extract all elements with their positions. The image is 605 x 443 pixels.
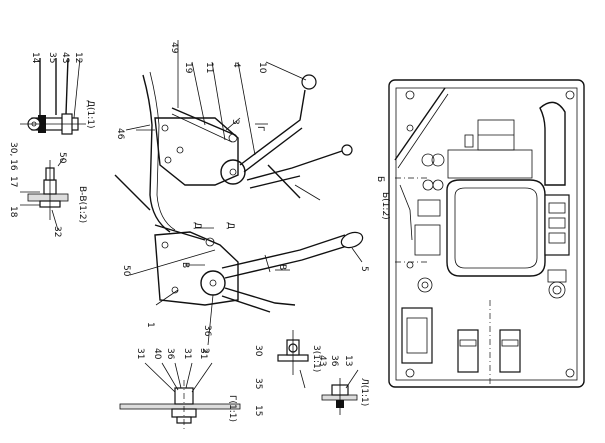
label-top-14: 14 [30, 52, 40, 64]
label-mid-50: 50 [57, 152, 67, 164]
label-right-b: Б [375, 176, 385, 182]
leader-lines [125, 40, 363, 346]
label-11: 11 [204, 62, 214, 73]
label-mid-30-16: 30, 16 [8, 142, 18, 171]
label-bot-view: Г(1:1) [227, 395, 237, 422]
section-v-v [20, 157, 69, 231]
label-br-35: 35 [253, 378, 263, 389]
labels: 49 19 11 4 10 3 Г 46 Д Д 50 В В 1 2 5 14… [8, 42, 369, 422]
label-bot-31c: 31 [198, 348, 208, 359]
label-top-35: 35 [47, 52, 57, 63]
label-right-view: Б(1:2) [380, 192, 390, 220]
label-bot-36b: 36 [202, 325, 212, 337]
control-rods [114, 71, 176, 233]
label-mid-32: 32 [52, 226, 62, 237]
label-br2-view: Л(1:1) [359, 378, 369, 406]
label-v1: В [180, 262, 190, 268]
detail-d [20, 57, 86, 135]
label-50: 50 [121, 265, 131, 277]
label-3: 3 [230, 119, 240, 125]
lower-lever-assembly [154, 224, 364, 313]
label-mid-18: 18 [8, 206, 18, 218]
label-d2: Д [225, 222, 235, 229]
upper-lever-assembly [154, 74, 353, 201]
label-bot-31a: 31 [135, 348, 145, 359]
label-br2-36: 36 [329, 355, 339, 367]
label-bot-36: 36 [165, 348, 175, 360]
label-bot-40: 40 [152, 348, 162, 360]
label-bot-31b: 31 [182, 348, 192, 359]
label-2: 2 [200, 348, 210, 354]
label-br-view: 3(1:1) [311, 345, 321, 372]
label-4: 4 [231, 62, 241, 68]
label-br-15: 15 [253, 405, 263, 416]
label-top-12: 12 [73, 52, 83, 63]
label-br-30: 30 [253, 345, 263, 357]
label-mid-17: 17 [8, 176, 18, 187]
detail-g [119, 362, 241, 430]
label-br2-13: 13 [343, 355, 353, 366]
label-1: 1 [145, 322, 155, 328]
label-g: Г [255, 126, 265, 132]
label-46: 46 [115, 128, 125, 140]
detail-3 [277, 330, 309, 389]
detail-l [321, 369, 359, 415]
label-mid-view: В-В(1:2) [77, 186, 87, 223]
label-v2: В [277, 264, 287, 270]
label-br2-43: 43 [317, 355, 327, 366]
label-19: 19 [183, 62, 193, 74]
label-49: 49 [169, 42, 179, 54]
label-top-view: Д(1:1) [85, 100, 95, 129]
label-10: 10 [257, 62, 267, 74]
label-d: Д [192, 222, 202, 229]
label-top-43: 43 [60, 52, 70, 63]
label-5: 5 [359, 266, 369, 272]
plan-view: Б(1:2) Б [375, 79, 585, 388]
